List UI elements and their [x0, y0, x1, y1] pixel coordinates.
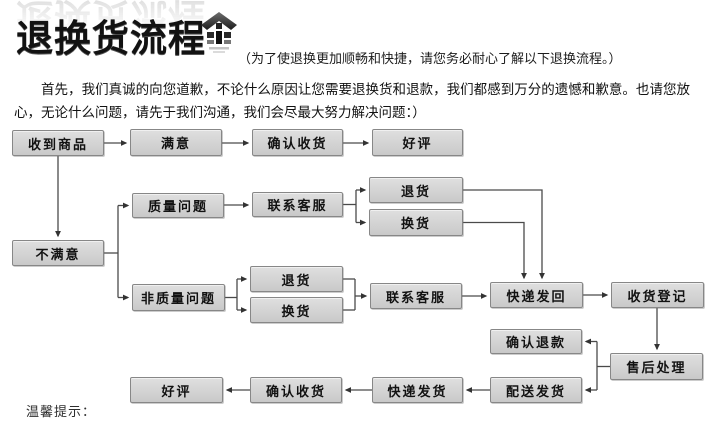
tip-label: 温馨提示：	[26, 404, 97, 419]
page-subtitle: （为了使退换更加顺畅和快捷，请您务必耐心了解以下退换流程。）	[238, 51, 622, 66]
flow-node-unsatisfied: 不满意	[12, 240, 104, 266]
flow-node-good-review-top: 好评	[372, 129, 463, 156]
flow-node-confirm-receipt-top: 确认收货	[252, 129, 343, 156]
flow-node-contact-cs-quality: 联系客服	[252, 192, 343, 217]
flow-node-return-non-quality: 退货	[250, 266, 343, 292]
flow-node-express-ship: 快递发货	[372, 377, 463, 403]
flow-node-confirm-refund: 确认退款	[490, 329, 582, 354]
flow-node-received: 收到商品	[12, 130, 104, 156]
flow-node-contact-cs-non-quality: 联系客服	[370, 283, 462, 309]
flow-node-after-sales: 售后处理	[610, 353, 703, 380]
flow-node-quality-issue: 质量问题	[132, 193, 224, 218]
flow-node-delivery-ship: 配送发货	[490, 377, 582, 403]
flow-node-non-quality-issue: 非质量问题	[132, 284, 225, 311]
flow-node-return-quality: 退货	[369, 177, 463, 203]
flow-node-exchange-non-quality: 换货	[250, 297, 343, 323]
intro-text: 首先，我们真诚的向您道歉，不论什么原因让您需要退换货和退款，我们都感到万分的遗憾…	[14, 82, 690, 120]
flow-node-confirm-receipt-bottom: 确认收货	[250, 377, 342, 403]
house-arrow-icon	[201, 12, 237, 53]
flow-node-express-return: 快递发回	[490, 282, 583, 308]
page-title: 退换货流程	[16, 18, 206, 59]
flow-node-good-review-bottom: 好评	[130, 377, 223, 403]
flow-node-receipt-register: 收货登记	[611, 282, 704, 308]
flow-node-exchange-quality: 换货	[369, 209, 463, 236]
flow-node-satisfied: 满意	[130, 129, 222, 156]
